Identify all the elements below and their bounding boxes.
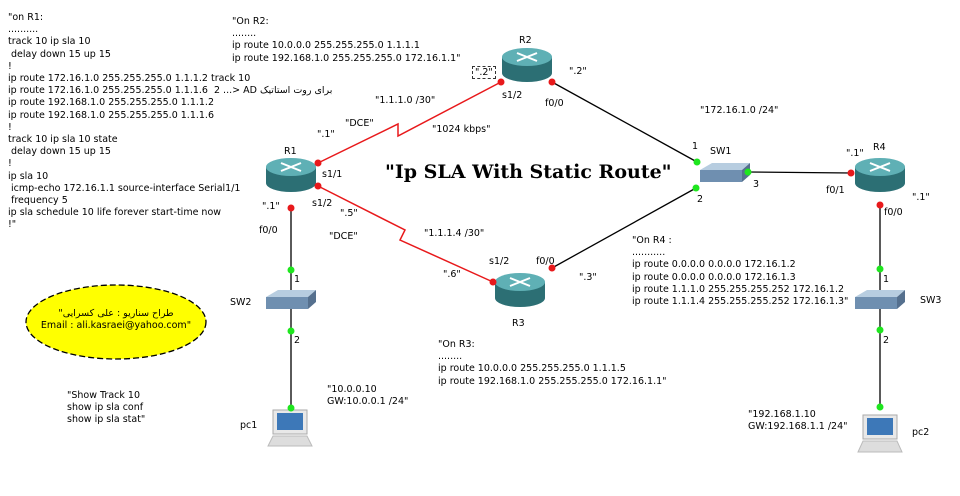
pc1-label: pc1 — [240, 420, 258, 431]
router-r4-icon[interactable] — [855, 158, 905, 192]
pc1-info: "10.0.0.10 GW:10.0.0.1 /24" — [327, 384, 409, 408]
r4-f01-label: f0/1 — [826, 185, 845, 196]
switch-sw1-icon[interactable] — [700, 163, 750, 182]
r3-s12-ip: ".6" — [443, 269, 461, 280]
pc2-info: "192.168.1.10 GW:192.168.1.1 /24" — [748, 409, 848, 433]
pc1-icon[interactable] — [267, 409, 313, 447]
dce2-label: "DCE" — [329, 231, 358, 242]
r2-config-note: "On R2: ........ ip route 10.0.0.0 255.2… — [232, 16, 461, 64]
port-dots — [287, 78, 884, 286]
link-r1-r2-serial[interactable] — [317, 81, 502, 164]
router-r3-icon[interactable] — [495, 273, 545, 307]
router-r1-icon[interactable] — [266, 158, 316, 192]
r2-f00-label: f0/0 — [545, 98, 564, 109]
sw2-port1: 1 — [294, 274, 301, 285]
r3-s12-label: s1/2 — [489, 256, 510, 267]
sw3-port2: 2 — [883, 335, 890, 346]
r1-label: R1 — [284, 146, 297, 157]
r3-label: R3 — [512, 318, 525, 329]
switch-sw3-icon[interactable] — [855, 290, 905, 309]
link-r1-r3-serial[interactable] — [317, 185, 494, 283]
sw3-label: SW3 — [920, 295, 942, 306]
show-commands-note: "Show Track 10 show ip sla conf show ip … — [67, 390, 146, 426]
r3-f00-label: f0/0 — [536, 256, 555, 267]
sw1-label: SW1 — [710, 146, 732, 157]
r2-label: R2 — [519, 35, 532, 46]
r4-f00-label: f0/0 — [884, 207, 903, 218]
link-r3-sw1[interactable] — [551, 187, 697, 269]
diagram-title: "Ip SLA With Static Route" — [385, 161, 672, 183]
lan-label: "172.16.1.0 /24" — [700, 105, 779, 116]
pc2-icon[interactable] — [857, 414, 903, 453]
net1-label: "1.1.1.0 /30" — [375, 95, 436, 106]
switch-port-dots — [287, 158, 884, 412]
link-sw1-r4[interactable] — [747, 171, 852, 174]
net2-label: "1.1.1.4 /30" — [424, 228, 485, 239]
sw2-label: SW2 — [230, 297, 252, 308]
switch-sw2-icon[interactable] — [266, 290, 316, 309]
r4-f01-ip: ".1" — [846, 148, 864, 159]
sw3-port1: 1 — [883, 274, 890, 285]
r3-f00-ip: ".3" — [579, 272, 597, 283]
r1-f00-label: f0/0 — [259, 225, 278, 236]
sw1-port3: 3 — [753, 179, 760, 190]
sw1-port2: 2 — [697, 194, 704, 205]
bandwidth-label: "1024 kbps" — [432, 124, 491, 135]
r1-f00-ip: ".1" — [262, 201, 280, 212]
r1-s12-label: s1/2 — [312, 198, 333, 209]
r1-s12-ip: ".5" — [340, 208, 358, 219]
r2-f00-ip: ".2" — [569, 66, 587, 77]
sw2-port2: 2 — [294, 335, 301, 346]
r3-config-note: "On R3: ........ ip route 10.0.0.0 255.2… — [438, 339, 667, 387]
author-note: "طراح سناریو : علی کسرایی Email : ali.ka… — [40, 308, 192, 331]
pc2-label: pc2 — [912, 427, 930, 438]
dce1-label: "DCE" — [345, 118, 374, 129]
sw1-port1: 1 — [692, 141, 699, 152]
r1-s11-label: s1/1 — [322, 169, 343, 180]
author-note-shape — [25, 284, 207, 360]
router-r2-icon[interactable] — [502, 48, 552, 82]
r1-config-note: "on R1: .......... track 10 ip sla 10 de… — [8, 12, 333, 231]
r2-s12-ip: ".2" — [472, 66, 496, 79]
r2-s12-label: s1/2 — [502, 90, 523, 101]
r1-s11-ip: ".1" — [317, 129, 335, 140]
link-r2-sw1[interactable] — [551, 81, 698, 163]
r4-f00-ip: ".1" — [912, 192, 930, 203]
r4-label: R4 — [873, 142, 886, 153]
r4-config-note: "On R4 : ........... ip route 0.0.0.0 0.… — [632, 235, 849, 308]
